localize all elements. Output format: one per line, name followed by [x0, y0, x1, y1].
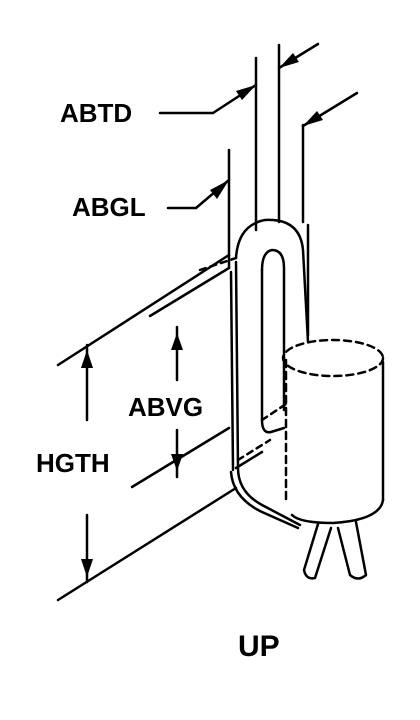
abtd-arrowhead-right [279, 53, 299, 68]
mounting-bracket [229, 218, 310, 530]
arrowheads [81, 53, 323, 577]
abgl-arrowhead [210, 180, 229, 199]
abvg-arrowhead-up [171, 333, 183, 350]
abtd-arrowhead-right-lower [303, 111, 323, 126]
cylinder-component [281, 338, 385, 525]
up-label: UP [238, 630, 280, 663]
abtd-leader [158, 42, 320, 115]
abtd-label: ABTD [60, 98, 133, 128]
hgth-arrowhead-down [81, 559, 93, 577]
abvg-label: ABVG [128, 392, 204, 422]
abvg-arrowhead-down [171, 454, 183, 471]
extension-lines [227, 43, 310, 337]
component-leads [302, 520, 368, 580]
abgl-label: ABGL [72, 192, 146, 222]
hgth-label: HGTH [36, 448, 110, 478]
hgth-arrowhead-up [81, 350, 93, 368]
hidden-lines [198, 256, 288, 462]
abtd-arrowhead-left [236, 85, 256, 100]
